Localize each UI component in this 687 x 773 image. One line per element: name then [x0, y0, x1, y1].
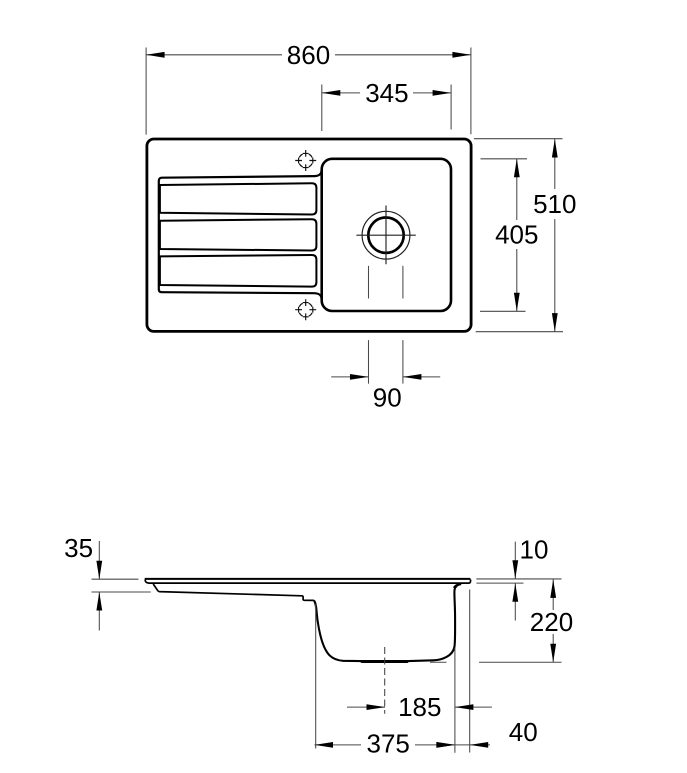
- svg-text:860: 860: [287, 40, 330, 70]
- svg-text:405: 405: [495, 220, 538, 250]
- svg-text:345: 345: [365, 78, 408, 108]
- svg-text:40: 40: [509, 717, 538, 747]
- svg-text:220: 220: [530, 607, 573, 637]
- svg-text:375: 375: [367, 729, 410, 759]
- svg-text:35: 35: [64, 533, 93, 563]
- svg-text:10: 10: [520, 535, 549, 565]
- svg-text:510: 510: [533, 189, 576, 219]
- svg-text:90: 90: [373, 382, 402, 412]
- svg-text:185: 185: [398, 692, 441, 722]
